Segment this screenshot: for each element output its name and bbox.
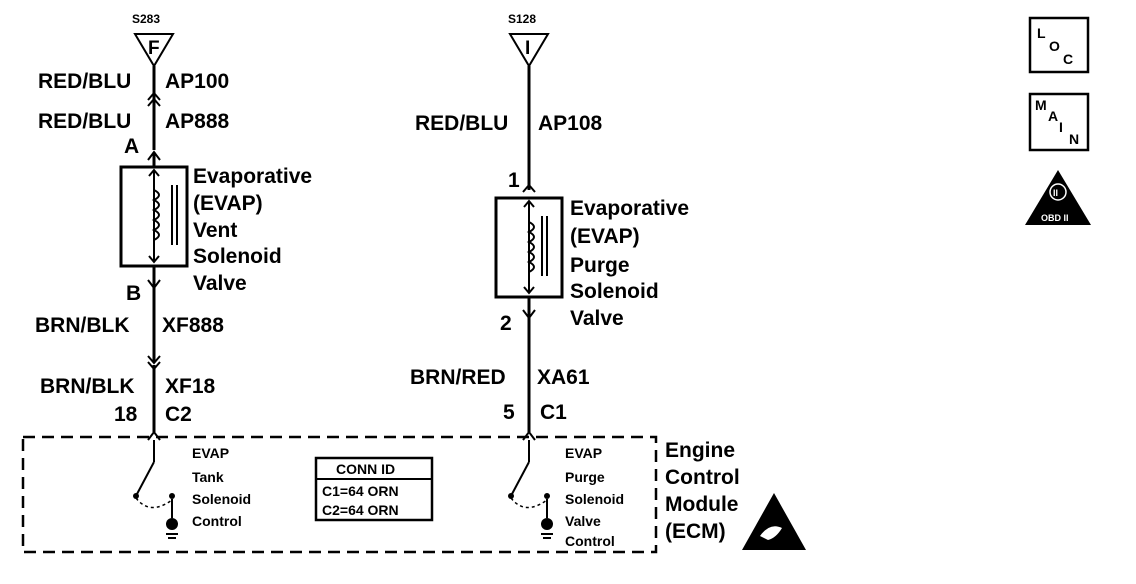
left-component-line-5: Valve <box>193 272 247 295</box>
left-wire2-color: RED/BLU <box>38 110 131 133</box>
left-wire3-color: BRN/BLK <box>35 314 130 337</box>
left-pin-top: A <box>124 135 139 158</box>
right-wire2-color: BRN/RED <box>410 366 506 389</box>
left-ecm-function-2: Tank <box>192 469 224 485</box>
right-ecm-connector: C1 <box>540 401 567 424</box>
right-component-line-4: Solenoid <box>570 280 659 303</box>
loc-icon-letter-3: C <box>1063 51 1073 67</box>
left-component-line-2: (EVAP) <box>193 192 263 215</box>
loc-icon: L O C <box>1028 16 1090 74</box>
main-icon-letter-3: I <box>1059 119 1063 135</box>
right-component-line-2: (EVAP) <box>570 225 640 248</box>
left-switch-contact <box>169 493 175 499</box>
right-switch-pivot <box>508 493 514 499</box>
right-solenoid-arrow-top <box>523 199 535 208</box>
left-inline-connector-3 <box>147 355 161 365</box>
right-splice-label: S128 <box>508 12 536 26</box>
loc-icon-letter-1: L <box>1037 25 1046 41</box>
left-splice-label: S283 <box>132 12 160 26</box>
esd-hand-icon <box>760 526 782 540</box>
left-inline-connector-2 <box>147 91 161 101</box>
right-switch-contact <box>544 493 550 499</box>
esd-warning-icon <box>742 493 806 550</box>
left-coil-icon <box>151 189 160 241</box>
left-ecm-function-1: EVAP <box>192 445 229 461</box>
right-splice-letter: I <box>525 38 530 59</box>
right-wire2-id: XA61 <box>537 366 590 389</box>
left-wire1-color: RED/BLU <box>38 70 131 93</box>
conn-id-row-2: C2=64 ORN <box>322 502 399 518</box>
left-wire3-id: XF888 <box>162 314 224 337</box>
left-splice-triangle <box>133 33 175 68</box>
main-icon: M A I N <box>1028 92 1090 152</box>
left-switch-pivot <box>133 493 139 499</box>
obd-ii-icon: II OBD II <box>1025 170 1091 225</box>
right-ecm-function-1: EVAP <box>565 445 602 461</box>
left-driver-icon <box>166 518 178 530</box>
ecm-label-line-1: Engine <box>665 439 735 462</box>
right-coil-icon <box>526 221 535 273</box>
main-icon-letter-2: A <box>1048 108 1058 124</box>
left-circuit: S283 F RED/BLU AP100 RED/BLU AP888 A Eva… <box>35 12 312 539</box>
conn-id-border <box>314 456 434 522</box>
right-ecm-function-3: Solenoid <box>565 491 624 507</box>
left-wire4-color: BRN/BLK <box>40 375 135 398</box>
right-wire1-id: AP108 <box>538 112 603 135</box>
right-component-line-3: Purge <box>570 254 630 277</box>
main-icon-letter-4: N <box>1069 131 1079 147</box>
left-ecm-function-4: Control <box>192 513 242 529</box>
conn-id-row-1: C1=64 ORN <box>322 483 399 499</box>
left-pin-bottom: B <box>126 282 141 305</box>
obd-ii-triangle <box>1025 170 1091 225</box>
right-ecm-function-5: Control <box>565 533 615 549</box>
left-solenoid-arrow-top <box>148 168 160 177</box>
right-pin-top: 1 <box>508 169 520 192</box>
loc-icon-border <box>1028 16 1090 74</box>
right-splice-triangle <box>508 33 550 68</box>
left-wire2-id: AP888 <box>165 110 230 133</box>
right-ecm-function-4: Valve <box>565 513 601 529</box>
right-switch-arc <box>510 497 548 509</box>
right-wire1-color: RED/BLU <box>415 112 508 135</box>
right-pin-bottom: 2 <box>500 312 512 335</box>
right-driver-icon <box>541 518 553 530</box>
esd-triangle <box>742 493 806 550</box>
main-icon-border <box>1028 92 1090 152</box>
obd-ii-circle <box>1049 183 1067 201</box>
ecm-boundary <box>21 435 658 554</box>
right-solenoid-arrow-bottom <box>523 286 535 295</box>
left-switch-arc <box>135 497 173 509</box>
right-component-line-1: Evaporative <box>570 197 689 220</box>
left-ecm-connector: C2 <box>165 403 192 426</box>
left-splice-letter: F <box>148 38 160 59</box>
left-wire4-id: XF18 <box>165 375 216 398</box>
left-inline-connector <box>147 97 161 107</box>
main-icon-letter-1: M <box>1035 97 1047 113</box>
right-component-line-5: Valve <box>570 307 624 330</box>
ecm-label-line-3: Module <box>665 493 739 516</box>
left-component-line-1: Evaporative <box>193 165 312 188</box>
left-ecm-function-3: Solenoid <box>192 491 251 507</box>
right-pin-top-connector <box>522 183 536 193</box>
right-ecm-function-2: Purge <box>565 469 605 485</box>
right-ecm-pin: 5 <box>503 401 515 424</box>
left-solenoid-arrow-bottom <box>148 255 160 264</box>
conn-id-table: CONN ID C1=64 ORN C2=64 ORN <box>314 456 434 522</box>
ecm-label-line-2: Control <box>665 466 740 489</box>
right-circuit: S128 I RED/BLU AP108 1 Evaporative (EVAP… <box>410 12 689 549</box>
right-switch-blade <box>511 461 530 495</box>
left-component-line-4: Solenoid <box>193 245 282 268</box>
conn-id-title: CONN ID <box>336 461 395 477</box>
obd-ii-numeral: II <box>1053 188 1058 198</box>
left-ecm-pin: 18 <box>114 403 138 426</box>
loc-icon-letter-2: O <box>1049 38 1060 54</box>
left-wire1-id: AP100 <box>165 70 229 93</box>
left-switch-blade <box>136 461 155 495</box>
ecm-label-line-4: (ECM) <box>665 520 726 543</box>
obd-ii-label: OBD II <box>1041 213 1069 223</box>
left-component-line-3: Vent <box>193 219 237 242</box>
